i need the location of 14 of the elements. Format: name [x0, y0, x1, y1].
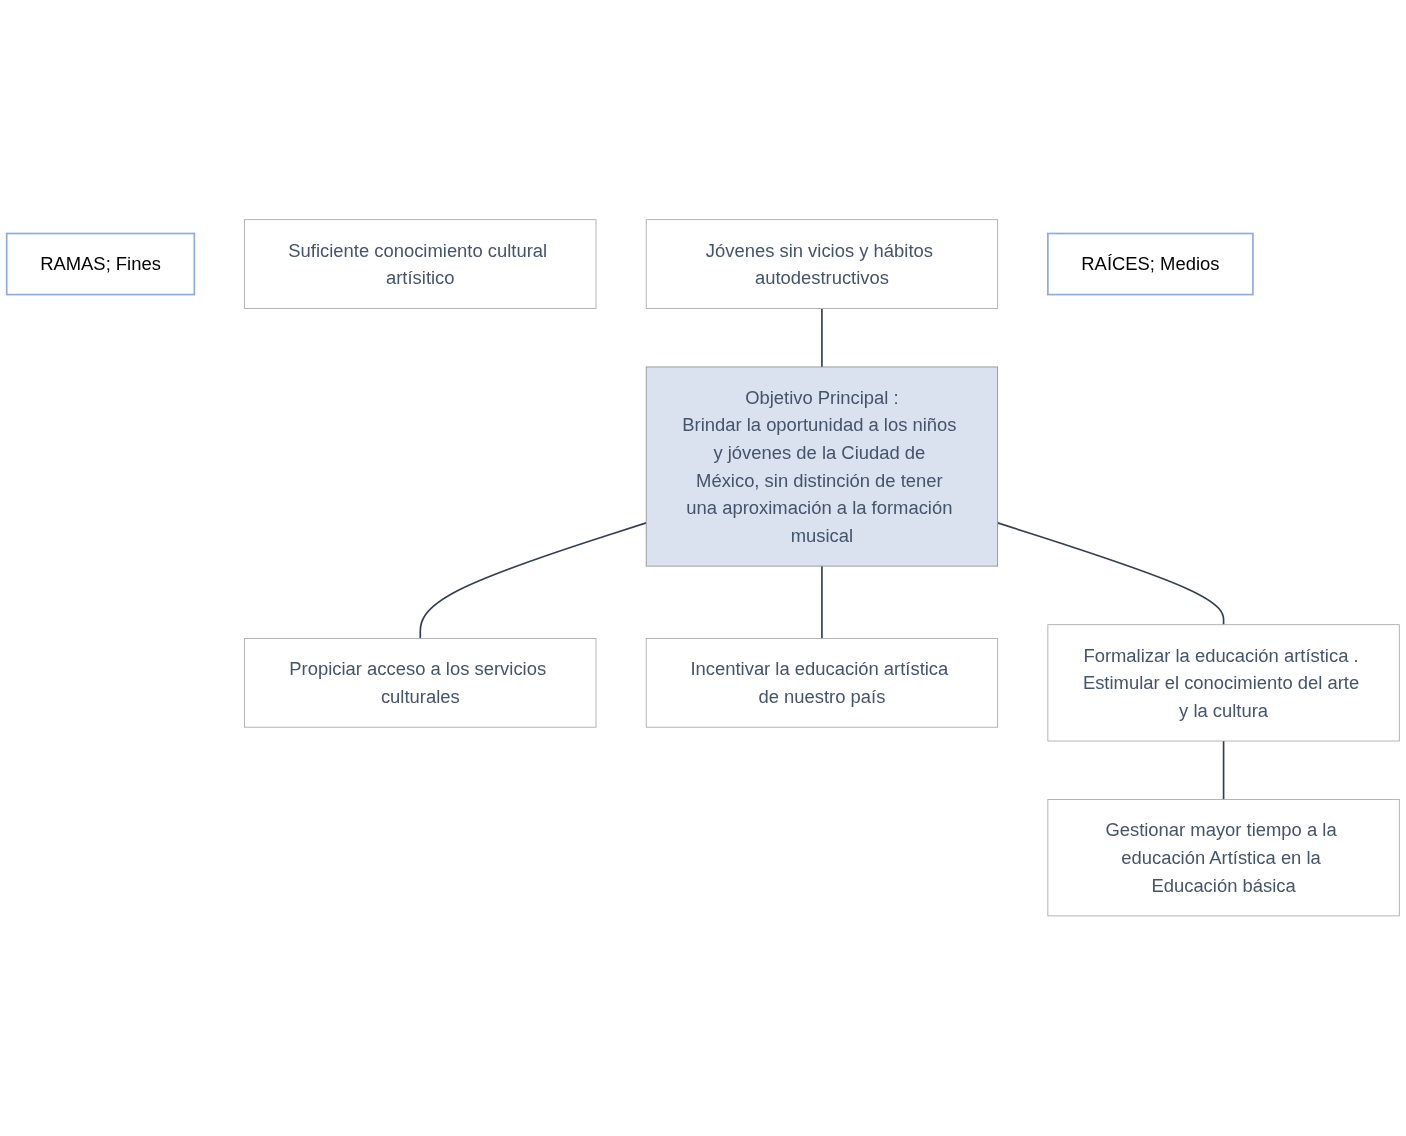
node-box: Suficiente conocimiento cultural artísitico: [244, 219, 597, 309]
node-box: RAMAS; Fines: [5, 232, 196, 296]
node-box: Propiciar acceso a los servicios culturales: [244, 638, 597, 728]
connector: [419, 522, 648, 640]
connector: [1222, 740, 1225, 801]
connector: [821, 307, 823, 368]
node-box: RAÍCES; Medios: [1047, 232, 1254, 296]
connector: [821, 565, 823, 640]
node-box: Objetivo Principal : Brindar la oportunidad a los niños y jóvenes de la Ciudad de México, sin distinción de tener una aproximación a la formación musical: [645, 366, 999, 567]
node-box: Jóvenes sin vicios y hábitos autodestructivos: [645, 219, 999, 309]
node-box: Gestionar mayor tiempo a la educación Artística en la Educación básica: [1047, 799, 1400, 917]
node-box: Formalizar la educación artística . Estimular el conocimiento del arte y la cultura: [1047, 624, 1400, 742]
node-box: Incentivar la educación artística de nuestro país: [645, 638, 999, 728]
connector: [996, 522, 1225, 626]
